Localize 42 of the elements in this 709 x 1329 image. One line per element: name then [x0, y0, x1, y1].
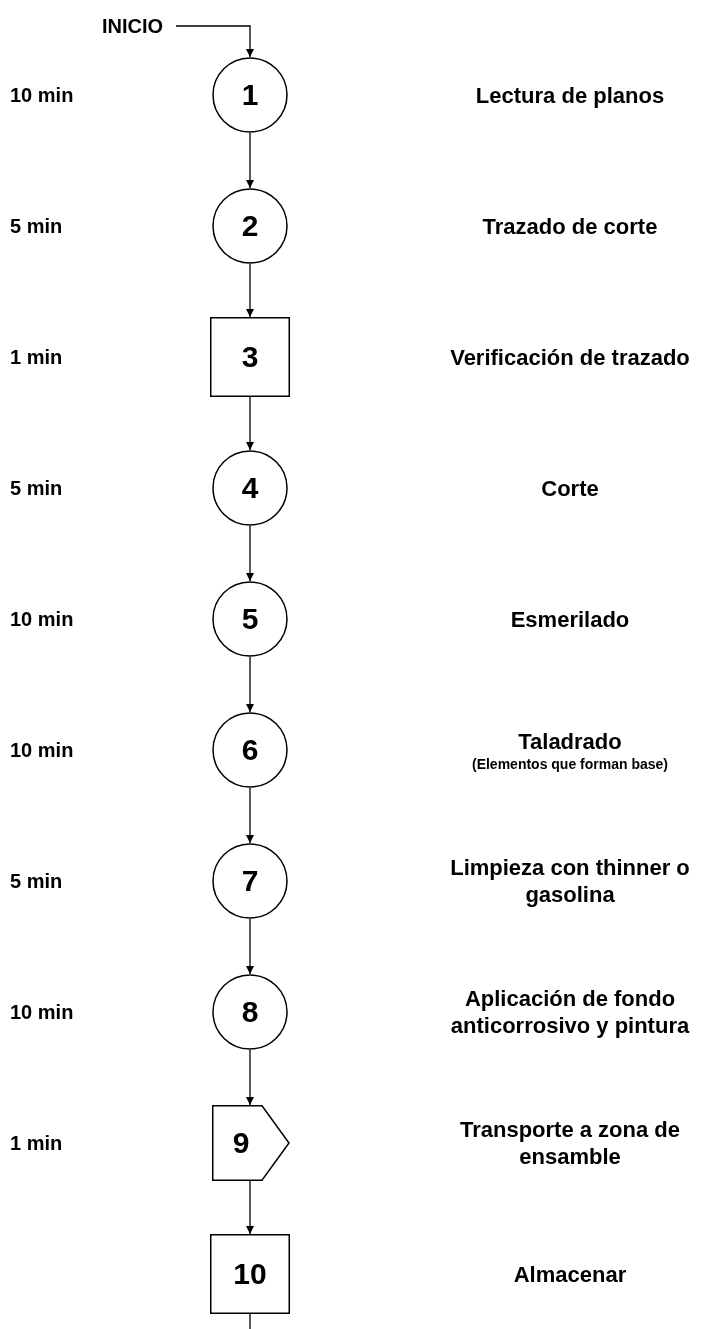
operation-circle: 6 [212, 712, 288, 788]
step-description: Lectura de planos [474, 81, 666, 109]
step-description: Aplicación de fondo anticorrosivo y pintura [449, 985, 691, 1039]
duration-label: 10 min [10, 738, 75, 762]
connector-line [249, 1313, 251, 1329]
operation-circle: 4 [212, 450, 288, 526]
duration-label: 5 min [10, 869, 64, 893]
duration-label: 10 min [10, 1000, 75, 1024]
transport-arrow-shape: 9 [212, 1105, 290, 1181]
inspection-square: 3 [210, 317, 290, 397]
arrow [246, 396, 254, 451]
duration-label: 1 min [10, 1131, 64, 1155]
start-label: INICIO [95, 12, 170, 40]
inspection-square: 10 [210, 1234, 290, 1314]
operation-circle: 8 [212, 974, 288, 1050]
operation-circle: 2 [212, 188, 288, 264]
arrow [246, 656, 254, 713]
step-description: Trazado de corte [481, 212, 659, 240]
arrow [246, 1180, 254, 1235]
arrow [246, 1049, 254, 1106]
step-description: Corte [540, 474, 600, 502]
arrow [246, 263, 254, 318]
operation-circle: 1 [212, 57, 288, 133]
operation-circle: 7 [212, 843, 288, 919]
operation-circle: 5 [212, 581, 288, 657]
step-description: Almacenar [512, 1260, 628, 1288]
step-description: Verificación de trazado [449, 343, 691, 371]
duration-label: 5 min [10, 476, 64, 500]
arrow [246, 787, 254, 844]
step-description: Transporte a zona de ensamble [458, 1116, 682, 1170]
arrow [246, 525, 254, 582]
duration-label: 10 min [10, 83, 75, 107]
step-description: Taladrado [517, 727, 623, 755]
step-description: Limpieza con thinner o gasolina [449, 854, 691, 908]
step-note: (Elementos que forman base) [470, 754, 669, 773]
duration-label: 10 min [10, 607, 75, 631]
step-description: Esmerilado [509, 605, 631, 633]
arrow [175, 25, 254, 58]
arrow [246, 918, 254, 975]
arrow [246, 132, 254, 189]
duration-label: 1 min [10, 345, 64, 369]
duration-label: 5 min [10, 214, 64, 238]
